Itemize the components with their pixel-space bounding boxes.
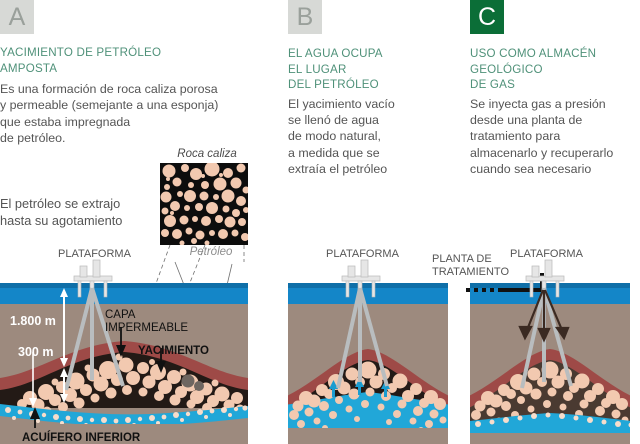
panel-b: B EL AGUA OCUPA EL LUGAR DEL PETRÓLEO El… — [288, 0, 448, 444]
panel-a-cross-section: PLATAFORMA 1.800 m 300 m CAPA IMPERMEABL… — [0, 248, 248, 444]
treatment-plant-label-1: PLANTA DE — [432, 253, 492, 265]
callout-arrows-a — [30, 327, 166, 428]
panel-c-body: Se inyecta gas a presión desde una plant… — [470, 96, 614, 177]
oil-caption: Petróleo — [189, 246, 233, 258]
panel-c: C USO COMO ALMACÉN GEOLÓGICO DE GAS Se i… — [432, 0, 640, 444]
sea-water-layer — [0, 283, 248, 304]
panel-b-badge: B — [288, 0, 322, 34]
rock-sample-caption: Roca caliza — [177, 148, 237, 160]
panel-c-badge: C — [470, 0, 504, 34]
reservoir-label: YACIMIENTO — [138, 345, 209, 357]
depth-label-1800: 1.800 m — [10, 314, 56, 328]
panel-b-body: El yacimiento vacío se llenó de agua de … — [288, 96, 395, 177]
cap-layer-label: CAPA — [105, 309, 136, 321]
well-bores-b — [336, 287, 389, 389]
panel-c-heading: USO COMO ALMACÉN GEOLÓGICO DE GAS — [470, 47, 597, 91]
platform-label-c: PLATAFORMA — [510, 248, 584, 260]
rock-sample-inset — [160, 163, 248, 245]
gas-injection-arrows-c — [518, 289, 570, 343]
panel-b-heading: EL AGUA OCUPA EL LUGAR DEL PETRÓLEO — [288, 47, 383, 91]
well-bores-a — [64, 287, 125, 391]
depth-label-300: 300 m — [18, 345, 53, 359]
sea-water-layer-b — [288, 283, 448, 304]
panel-c-cross-section: PLATAFORMA PLANTA DE TRATAMIENTO — [432, 248, 630, 444]
residual-water-bubbles-c — [475, 412, 630, 428]
reservoir-pebbles-b — [289, 361, 447, 435]
platform-label-a: PLATAFORMA — [58, 248, 132, 260]
panel-a-heading: YACIMIENTO DE PETRÓLEO AMPOSTA — [0, 46, 162, 75]
cap-layer-label-2: IMPERMEABLE — [105, 322, 188, 334]
panel-a-note: El petróleo se extrajo hasta su agotamie… — [0, 196, 123, 228]
rock-sample-svg — [160, 163, 248, 245]
depth-indicators-a — [29, 288, 68, 407]
panel-b-cross-section: PLATAFORMA — [288, 248, 448, 444]
panel-a-body: Es una formación de roca caliza porosa y… — [0, 82, 219, 146]
panel-a-badge: A — [0, 0, 34, 34]
reservoir-pebbles-c — [471, 361, 629, 434]
panel-a: A YACIMIENTO DE PETRÓLEO AMPOSTA Es una … — [0, 0, 250, 444]
oil-residue — [181, 374, 204, 391]
lower-aquifer-label: ACUÍFERO INFERIOR — [22, 431, 141, 444]
treatment-plant-label-2: TRATAMIENTO — [432, 266, 509, 278]
lower-aquifer-layer — [0, 404, 248, 427]
platform-label-b: PLATAFORMA — [326, 248, 400, 260]
